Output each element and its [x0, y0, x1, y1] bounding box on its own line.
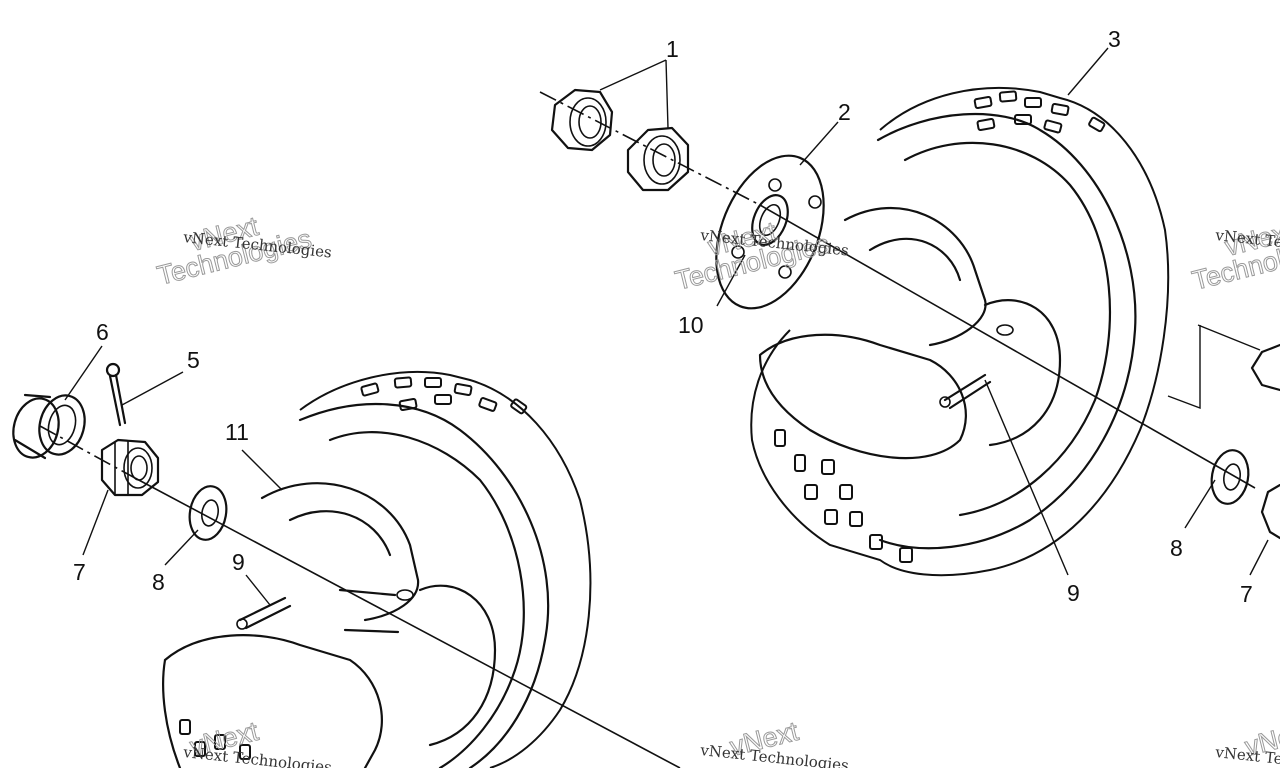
left-rim-hub-ring: [418, 584, 497, 747]
axis-line-upper: [539, 91, 761, 206]
callout-11: 11: [225, 419, 249, 445]
lug-nuts: [550, 88, 690, 192]
hub-center: [751, 194, 789, 246]
hub-stud-2: [808, 195, 822, 209]
callout-9-left: 9: [232, 549, 245, 575]
right-castle-nut-partial: [1260, 483, 1280, 540]
callout-5: 5: [187, 347, 200, 373]
lug-nut-2: [626, 126, 690, 192]
right-wheel-assembly: [539, 86, 1280, 577]
callout-labels: 1 2 3 5 6 7 7 8 8 9 9 10 11: [73, 26, 1253, 607]
right-edge-bracket: [1167, 325, 1201, 410]
left-washer: [188, 485, 228, 541]
left-tire-sidewall-inner: [328, 431, 525, 768]
right-rim-upper: [843, 206, 987, 347]
callout-6: 6: [96, 319, 109, 345]
right-rim-upper-inner: [868, 237, 962, 282]
callout-8-left: 8: [152, 569, 165, 595]
watermark-3: vNext Technologies: [1189, 215, 1280, 296]
hub: [715, 154, 825, 310]
left-wheel-assembly: [12, 362, 681, 768]
right-tire-outer: [750, 86, 1170, 577]
callout-7-right: 7: [1240, 581, 1253, 607]
right-tread-blocks: [774, 90, 1106, 563]
left-tire: [162, 370, 592, 768]
leader-lines: [64, 47, 1269, 606]
callout-1: 1: [666, 36, 679, 62]
callout-3: 3: [1108, 26, 1121, 52]
right-tire-sidewall: [876, 112, 1137, 550]
right-tire: [750, 86, 1170, 577]
left-valve-stem: [236, 596, 292, 630]
left-rim-upper-inner: [288, 510, 392, 557]
left-tire-sidewall: [298, 402, 550, 768]
right-edge-nut-partial: [1250, 343, 1280, 392]
axis-line-right: [759, 204, 1256, 489]
hub-flange: [715, 154, 825, 310]
callout-9-right: 9: [1067, 580, 1080, 606]
axis-line-left: [134, 477, 681, 768]
left-castle-nut: [100, 438, 160, 497]
spacer: [12, 393, 86, 460]
callout-2: 2: [838, 99, 851, 125]
cotter-pin: [105, 362, 127, 427]
left-rim-lower: [162, 634, 383, 768]
right-washer: [1210, 449, 1250, 505]
callout-10: 10: [678, 312, 704, 338]
hub-stud-3: [731, 245, 745, 259]
callout-8-right: 8: [1170, 535, 1183, 561]
left-rim-upper: [260, 482, 420, 622]
right-tire-sidewall-inner: [903, 141, 1112, 517]
left-tread-blocks: [179, 376, 528, 760]
right-rim-lower: [758, 333, 967, 460]
hub-stud-1: [768, 178, 782, 192]
watermark-4-small: vNext Technologies: [182, 743, 333, 768]
hub-stud-4: [778, 265, 792, 279]
right-rim-bolt-hole: [996, 324, 1014, 336]
right-valve-stem: [939, 373, 992, 410]
lug-nut-1: [550, 88, 614, 152]
callout-7-left: 7: [73, 559, 86, 585]
right-rim-hub-ring: [983, 299, 1062, 447]
axis-line-left-dashed: [39, 425, 136, 479]
left-tire-outer: [299, 370, 592, 768]
